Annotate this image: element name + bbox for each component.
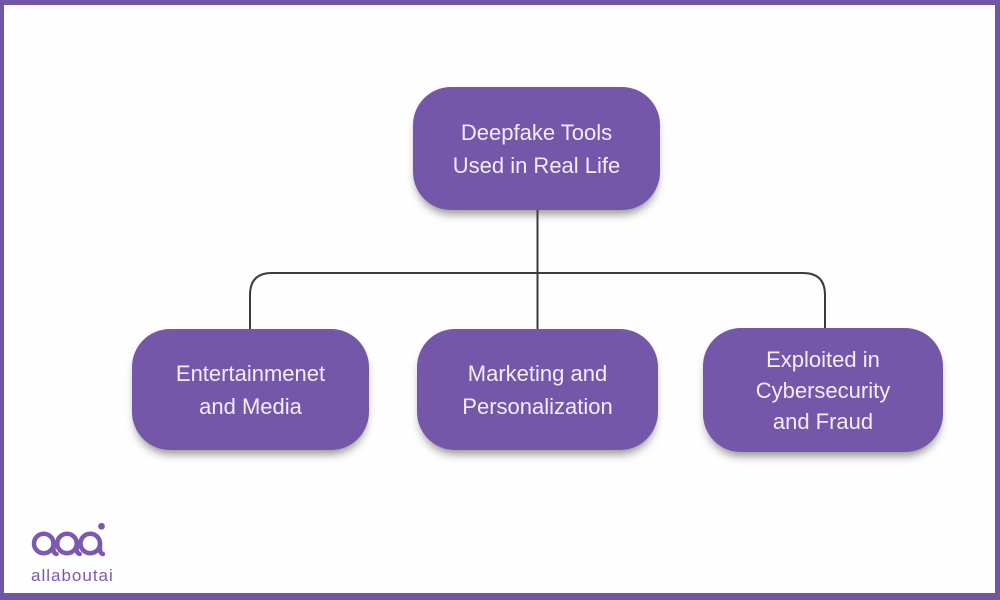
root-node-label-line-2: Used in Real Life: [452, 152, 621, 178]
child-node-label-line: Cybersecurity: [755, 377, 891, 403]
child-node-cybersecurity-fraud: Exploited in Cybersecurity and Fraud: [703, 328, 943, 452]
child-node-label-line: Marketing and: [467, 360, 608, 386]
root-node-label-line-1: Deepfake Tools: [460, 119, 613, 145]
connector-right: [537, 272, 826, 330]
child-node-label-line: and Media: [199, 393, 302, 419]
child-node-label-line: Personalization: [462, 393, 613, 419]
child-node-label-line: Exploited in: [766, 346, 880, 372]
allaboutai-wordmark: allaboutai: [31, 566, 114, 585]
child-node-label-line: and Fraud: [772, 408, 874, 434]
child-node-entertainment-media: Entertainmenet and Media: [132, 329, 369, 450]
root-node-deepfake-tools: Deepfake Tools Used in Real Life: [413, 87, 660, 210]
child-node-label-line: Entertainmenet: [175, 360, 326, 386]
child-node-marketing-personalization: Marketing and Personalization: [417, 329, 658, 450]
allaboutai-logo: allaboutai: [31, 520, 114, 586]
connector-left: [249, 272, 538, 330]
allaboutai-logo-mark-icon: [31, 522, 106, 557]
